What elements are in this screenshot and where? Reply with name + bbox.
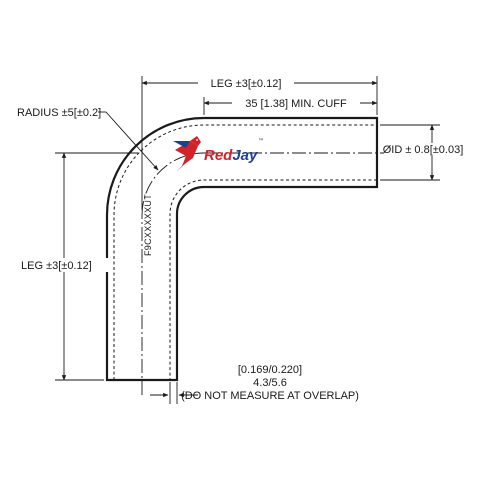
- bird-icon: [173, 136, 201, 172]
- redjay-logo: RedJay ™: [173, 136, 264, 172]
- top-leg-label: LEG ±3[±0.12]: [211, 78, 282, 90]
- svg-text:RedJay: RedJay: [204, 147, 258, 164]
- wall-note-label: (DO NOT MEASURE AT OVERLAP): [181, 390, 359, 402]
- hose-outer-wall: [105, 116, 379, 382]
- hose-inner-wall-2: [169, 179, 377, 380]
- wall-inch-label: [0.169/0.220]: [238, 364, 302, 376]
- inner-diameter-label: ØID ± 0.8[±0.03]: [383, 144, 464, 156]
- cuff-label: 35 [1.38] MIN. CUFF: [245, 98, 347, 110]
- logo-red-text: Red: [204, 147, 233, 164]
- logo-trademark: ™: [258, 138, 264, 145]
- radius-label: RADIUS ±5[±0.2]: [17, 107, 101, 119]
- hose-body: [105, 116, 379, 382]
- centerlines: [141, 152, 405, 395]
- part-number: F9CXXXXXUT: [143, 194, 153, 256]
- wall-mm-label: 4.3/5.6: [253, 377, 287, 389]
- wall-thickness-dimension: [150, 382, 198, 404]
- hose-inner-wall: [113, 124, 377, 380]
- logo-blue-text: Jay: [232, 147, 258, 164]
- side-leg-label: LEG ±3[±0.12]: [21, 260, 92, 272]
- centerline-arc: [141, 152, 205, 216]
- radius-leader: [98, 111, 159, 171]
